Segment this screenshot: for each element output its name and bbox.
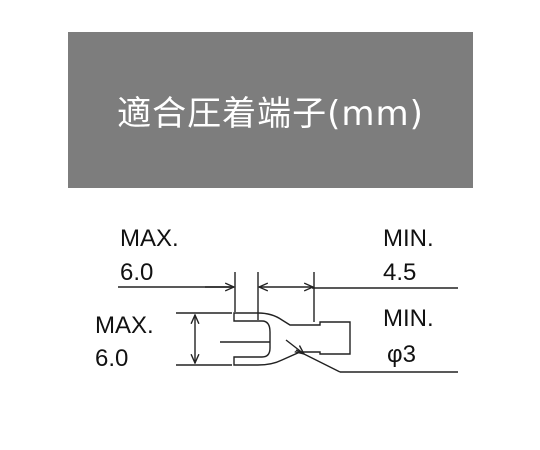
max-width-label-line2: 6.0 xyxy=(120,259,153,286)
min-hole-label-line1: MIN. xyxy=(383,305,434,332)
header-banner: 適合圧着端子(mm) xyxy=(68,32,473,188)
header-title: 適合圧着端子(mm) xyxy=(117,93,424,134)
max-height-label-line1: MAX. xyxy=(95,312,154,339)
max-height-label-line2: 6.0 xyxy=(95,345,128,372)
min-hole-label-line2: φ3 xyxy=(387,341,416,368)
min-gap-label-line2: 4.5 xyxy=(383,259,416,286)
min-gap-label-line1: MIN. xyxy=(383,225,434,252)
max-width-label-line1: MAX. xyxy=(120,225,179,252)
hole-arrow xyxy=(285,339,304,354)
terminal-outline xyxy=(233,312,351,366)
